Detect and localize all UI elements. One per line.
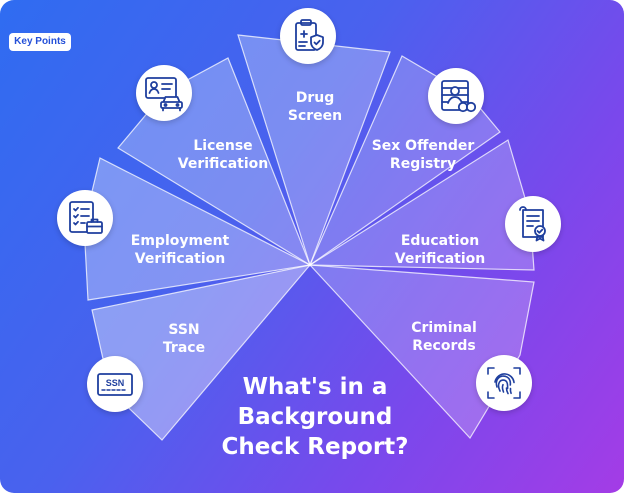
employment-verification-icon-circle (57, 190, 113, 246)
segment-label-license-verification: License Verification (148, 137, 298, 173)
drug-screen-icon-circle (280, 8, 336, 64)
segment-label-line: Sex Offender (371, 138, 475, 154)
title-line: Check Report? (221, 434, 409, 460)
segment-label-drug-screen: Drug Screen (240, 89, 390, 125)
page-title: What's in a Background Check Report? (205, 372, 425, 462)
license-verification-icon-circle (136, 65, 192, 121)
checklist-briefcase-icon (69, 201, 103, 234)
ssn-card-icon: SSN (97, 373, 133, 396)
ssn-card-text: SSN (106, 378, 125, 388)
segment-label-criminal-records: Criminal Records (369, 319, 519, 355)
segment-label-education-verification: Education Verification (365, 232, 515, 268)
segment-label-line: SSN (168, 322, 200, 338)
segment-label-employment-verification: Employment Verification (105, 232, 255, 268)
key-points-badge: Key Points (9, 33, 71, 51)
id-card-car-icon (145, 77, 183, 112)
segment-label-line: Verification (394, 251, 486, 267)
segment-label-line: Screen (287, 108, 343, 124)
segment-label-line: Records (412, 338, 476, 354)
diploma-certificate-icon (519, 206, 546, 242)
segment-label-sex-offender-registry: Sex Offender Registry (348, 137, 498, 173)
fingerprint-icon (487, 367, 521, 399)
title-line: What's in a (242, 374, 388, 400)
segment-label-line: Drug (295, 90, 335, 106)
segment-label-line: Employment (130, 233, 230, 249)
segment-label-line: Trace (162, 340, 206, 356)
segment-label-line: Registry (389, 156, 457, 172)
title-line: Background (237, 404, 393, 430)
criminal-records-icon-circle (476, 355, 532, 411)
clipboard-shield-icon (295, 19, 324, 51)
segment-label-line: Verification (177, 156, 269, 172)
segment-label-line: Verification (134, 251, 226, 267)
sex-offender-registry-icon-circle (428, 68, 484, 124)
segment-label-ssn-trace: SSN Trace (109, 321, 259, 357)
segment-label-line: Criminal (411, 320, 477, 336)
education-verification-icon-circle (505, 196, 561, 252)
segment-label-line: Education (400, 233, 480, 249)
ssn-trace-icon-circle: SSN (87, 356, 143, 412)
segment-label-line: License (193, 138, 253, 154)
mugshot-handcuffs-icon (441, 80, 476, 113)
